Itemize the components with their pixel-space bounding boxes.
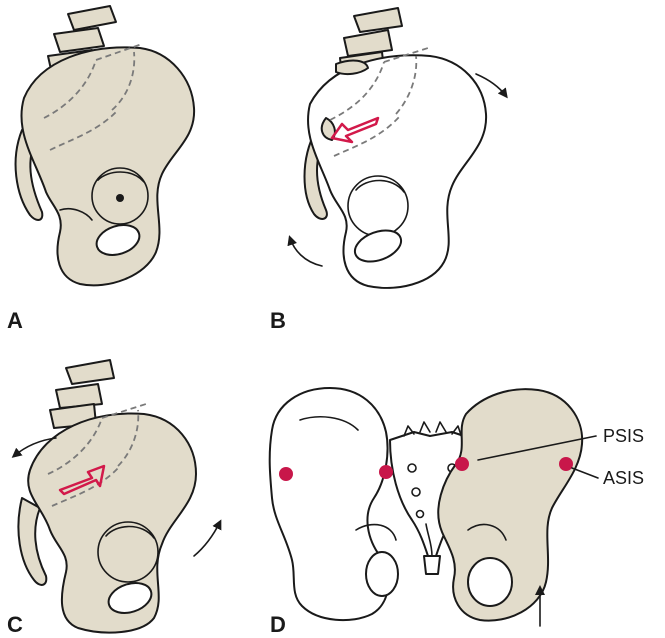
panel-c-hip-bone bbox=[14, 360, 220, 633]
panel-letter-c: C bbox=[7, 612, 23, 637]
psis-landmark-dot bbox=[455, 457, 469, 471]
curved-arrow-icon bbox=[290, 238, 322, 266]
asis-leader-line bbox=[572, 468, 598, 478]
psis-label: PSIS bbox=[603, 426, 644, 446]
curved-arrow-icon bbox=[194, 522, 220, 556]
panel-letter-b: B bbox=[270, 308, 286, 333]
panel-letter-a: A bbox=[7, 308, 23, 333]
landmark-dot bbox=[279, 467, 293, 481]
panel-a-hip-bone bbox=[16, 6, 195, 285]
asis-label: ASIS bbox=[603, 468, 644, 488]
asis-landmark-dot bbox=[559, 457, 573, 471]
panel-letter-d: D bbox=[270, 612, 286, 637]
panel-d-pelvis-posterior bbox=[270, 388, 598, 626]
landmark-dot bbox=[379, 465, 393, 479]
panel-b-hip-bone bbox=[290, 8, 506, 288]
